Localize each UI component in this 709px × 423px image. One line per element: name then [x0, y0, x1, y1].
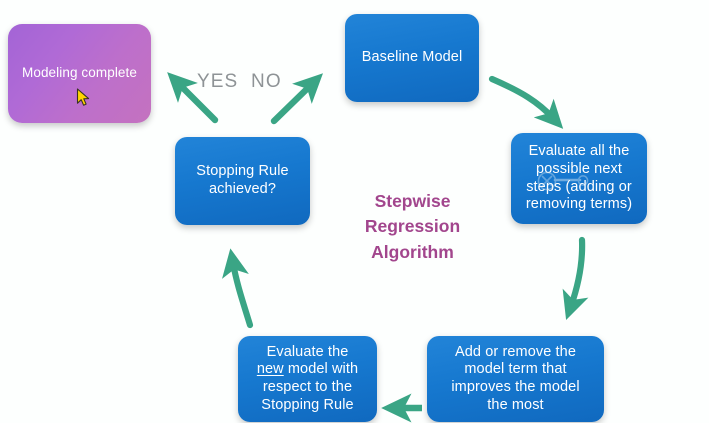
- line-4: removing terms): [525, 196, 633, 213]
- diagram-title: Stepwise Regression Algorithm: [340, 189, 485, 265]
- line-4: the most: [487, 396, 544, 413]
- line-2: achieved?: [208, 181, 276, 197]
- node-modeling-complete[interactable]: Modeling complete: [8, 24, 151, 123]
- arrow-evaluate-all-to-add-remove: [562, 236, 589, 321]
- node-baseline-model[interactable]: Baseline Model: [345, 14, 479, 102]
- node-modeling-complete-label: Modeling complete: [21, 65, 137, 81]
- node-evaluate-new-model[interactable]: Evaluate the new model with respect to t…: [238, 336, 377, 422]
- node-evaluate-all-possible-steps[interactable]: Evaluate all the possible next steps (ad…: [511, 133, 647, 224]
- arrow-evaluate-new-to-stopping-rule: [222, 248, 254, 329]
- line-1: Stopping Rule: [196, 163, 289, 180]
- diagram-title-line-3: Algorithm: [371, 241, 454, 262]
- arrow-baseline-to-evaluate-all: [488, 75, 564, 129]
- line-3: steps (adding or: [526, 178, 632, 195]
- node-stopping-rule-achieved[interactable]: Stopping Rule achieved?: [175, 137, 310, 225]
- line-2-rest: model with: [283, 361, 359, 378]
- node-add-remove-label: Add or remove the model term that improv…: [435, 344, 596, 415]
- node-baseline-model-label: Baseline Model: [361, 49, 463, 66]
- line-1: Evaluate all the: [528, 143, 630, 160]
- diagram-title-line-2: Regression: [364, 216, 461, 237]
- line-2: model term that: [464, 361, 567, 378]
- node-evaluate-all-label: Evaluate all the possible next steps (ad…: [519, 143, 639, 214]
- line-3: improves the model: [451, 379, 580, 395]
- line-1: Evaluate the: [266, 343, 349, 360]
- line-1: Add or remove the: [455, 343, 576, 360]
- line-2: possible next: [536, 160, 622, 177]
- branch-label-no: NO: [251, 71, 282, 92]
- line-3: respect to the: [262, 379, 353, 395]
- node-add-or-remove-term[interactable]: Add or remove the model term that improv…: [427, 336, 604, 422]
- diagram-title-line-1: Stepwise: [374, 191, 451, 211]
- line-4: Stopping Rule: [261, 396, 354, 413]
- mouse-cursor-icon: [76, 88, 90, 106]
- node-evaluate-new-label: Evaluate the new model with respect to t…: [246, 344, 369, 415]
- branch-label-yes: YES: [197, 71, 239, 92]
- underlined-word-new: new: [256, 361, 284, 378]
- node-stopping-rule-label: Stopping Rule achieved?: [183, 163, 302, 198]
